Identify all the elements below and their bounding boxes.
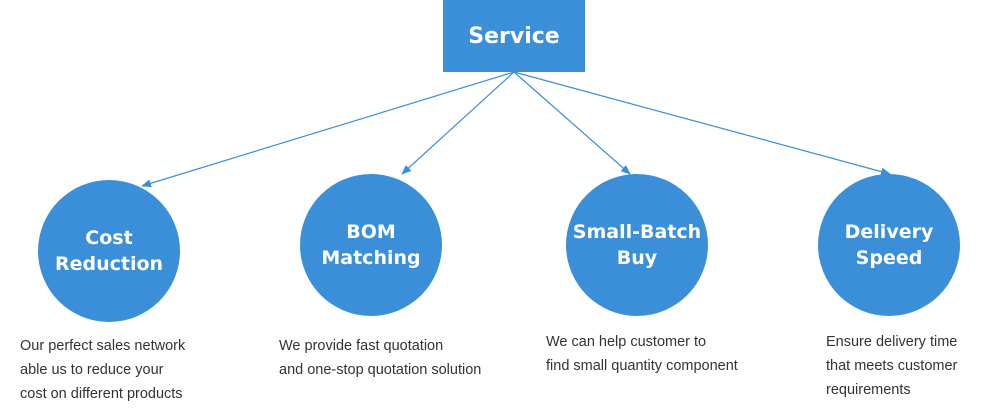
small-batch-buy-description: We can help customer to find small quant…	[546, 334, 738, 374]
service-root-label: Service	[468, 23, 560, 49]
delivery-speed-description: Ensure delivery time that meets customer…	[826, 334, 958, 398]
cost-reduction-label: Cost Reduction	[54, 227, 164, 275]
arrow-to-bom-matching	[401, 71, 515, 175]
bom-matching-node: BOM Matching	[300, 174, 442, 316]
delivery-speed-node: Delivery Speed	[818, 174, 960, 316]
cost-reduction-node: Cost Reduction	[38, 180, 180, 322]
cost-reduction-description: Our perfect sales network able us to red…	[20, 338, 186, 402]
bom-matching-label: BOM Matching	[321, 221, 421, 269]
arrow-to-small-batch-buy	[513, 71, 631, 175]
arrow-to-cost-reduction	[141, 71, 515, 188]
small-batch-buy-node: Small-Batch Buy	[566, 174, 708, 316]
service-root-node: Service	[443, 0, 585, 72]
bom-matching-description: We provide fast quotation and one-stop q…	[279, 338, 482, 378]
small-batch-buy-label: Small-Batch Buy	[572, 221, 702, 269]
arrow-to-delivery-speed	[513, 71, 891, 176]
delivery-speed-label: Delivery Speed	[844, 221, 934, 269]
